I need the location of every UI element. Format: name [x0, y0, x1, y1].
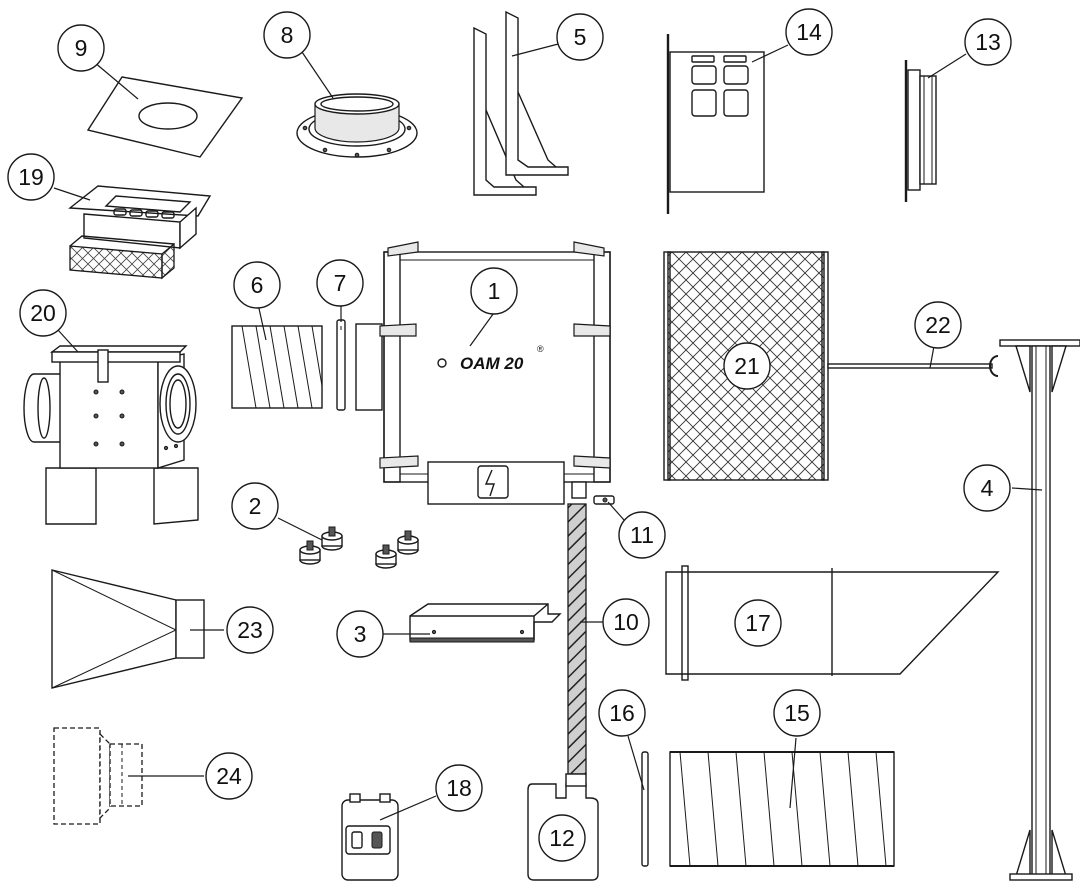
callout-8: 8: [263, 11, 311, 59]
part-9-roof-plate: [86, 61, 244, 158]
callout-22: 22: [914, 301, 962, 349]
svg-text:12: 12: [549, 825, 575, 851]
part-16-rod: [627, 735, 649, 867]
svg-text:22: 22: [925, 312, 951, 338]
svg-text:21: 21: [734, 353, 760, 379]
part-18-controller: [341, 793, 437, 881]
registered-mark: ®: [537, 344, 544, 354]
svg-text:13: 13: [975, 29, 1001, 55]
part-5-wall-brackets: [473, 10, 569, 196]
callout-14: 14: [785, 8, 833, 56]
callout-13: 13: [964, 18, 1012, 66]
svg-text:2: 2: [249, 493, 262, 519]
svg-text:17: 17: [745, 610, 771, 636]
svg-text:7: 7: [334, 270, 347, 296]
svg-text:4: 4: [981, 475, 994, 501]
part-14-front-panel: [666, 34, 789, 214]
callout-11: 11: [618, 511, 666, 559]
svg-text:20: 20: [30, 300, 56, 326]
callout-5: 5: [556, 13, 604, 61]
part-6-flex-hose: [231, 303, 323, 409]
svg-text:1: 1: [488, 278, 501, 304]
svg-text:19: 19: [18, 164, 44, 190]
part-10-condensate-hose: [567, 503, 604, 775]
callout-7: 7: [316, 259, 364, 307]
callout-1: 1: [470, 267, 518, 315]
part-8-round-flange: [296, 51, 418, 158]
part-20-heater-module: [23, 329, 199, 525]
part-19-filter-box: [53, 185, 212, 280]
svg-text:8: 8: [281, 22, 294, 48]
high-voltage-icon: [484, 469, 495, 497]
callout-9: 9: [57, 24, 105, 72]
svg-text:5: 5: [574, 24, 587, 50]
callout-20: 20: [19, 289, 67, 337]
svg-text:10: 10: [613, 609, 639, 635]
part-13-flange-side: [904, 53, 967, 202]
callout-12: 12: [538, 814, 586, 862]
callout-17: 17: [734, 599, 782, 647]
callout-24: 24: [205, 752, 253, 800]
part-15-flex-duct: [669, 737, 895, 867]
callout-10: 10: [602, 598, 650, 646]
part-11-fitting: [593, 495, 625, 521]
svg-text:14: 14: [796, 19, 822, 45]
brand-label: OAM 20: [460, 354, 524, 373]
callout-23: 23: [226, 606, 274, 654]
svg-text:15: 15: [784, 700, 810, 726]
callout-16: 16: [598, 689, 646, 737]
svg-text:3: 3: [354, 621, 367, 647]
svg-text:16: 16: [609, 700, 635, 726]
part-3-drain-tray: [382, 603, 562, 643]
callout-4: 4: [963, 464, 1011, 512]
callout-6: 6: [233, 261, 281, 309]
part-7-rod: [336, 302, 346, 411]
svg-text:9: 9: [75, 35, 88, 61]
part-22-rod: [827, 345, 999, 377]
svg-text:6: 6: [251, 272, 264, 298]
callout-2: 2: [231, 482, 279, 530]
callout-3: 3: [336, 610, 384, 658]
callout-18: 18: [435, 764, 483, 812]
callout-19: 19: [7, 153, 55, 201]
part-24-reducer: [53, 727, 204, 825]
part-2-feet: [277, 517, 419, 569]
part-17-outlet-hood: [665, 565, 1000, 681]
part-23-nozzle: [51, 569, 224, 689]
part-4-floor-stand: [999, 339, 1080, 881]
svg-text:18: 18: [446, 775, 472, 801]
svg-text:11: 11: [630, 522, 654, 548]
svg-text:24: 24: [216, 763, 242, 789]
callout-15: 15: [773, 689, 821, 737]
callout-21: 21: [723, 342, 771, 390]
svg-text:23: 23: [237, 617, 263, 643]
